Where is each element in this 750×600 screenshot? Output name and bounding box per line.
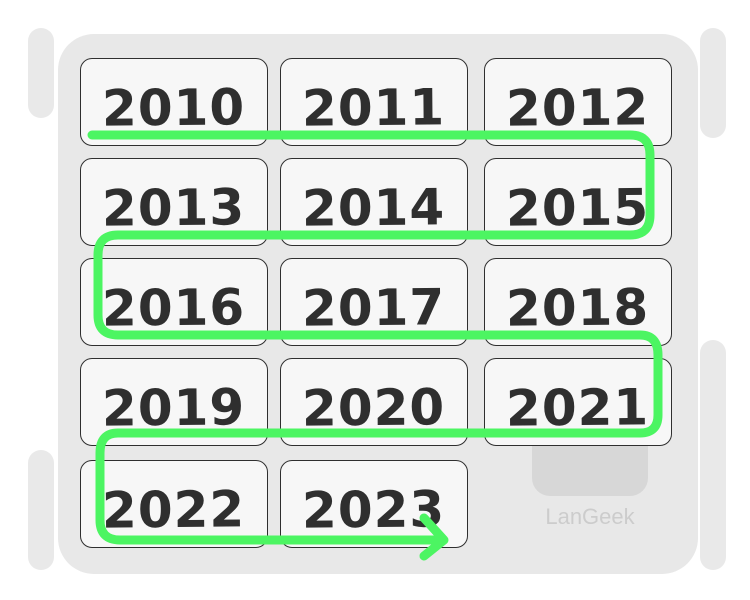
decorative-bracket-left-bottom <box>28 450 54 570</box>
decorative-bracket-right-bottom <box>700 340 726 570</box>
arrow-head-icon <box>419 513 449 561</box>
watermark-text: LanGeek <box>545 504 635 529</box>
route-line <box>87 130 663 545</box>
decorative-bracket-left-top <box>28 28 54 118</box>
year-tile-2022: 2022 <box>80 460 268 548</box>
decorative-bracket-right-top <box>700 28 726 138</box>
